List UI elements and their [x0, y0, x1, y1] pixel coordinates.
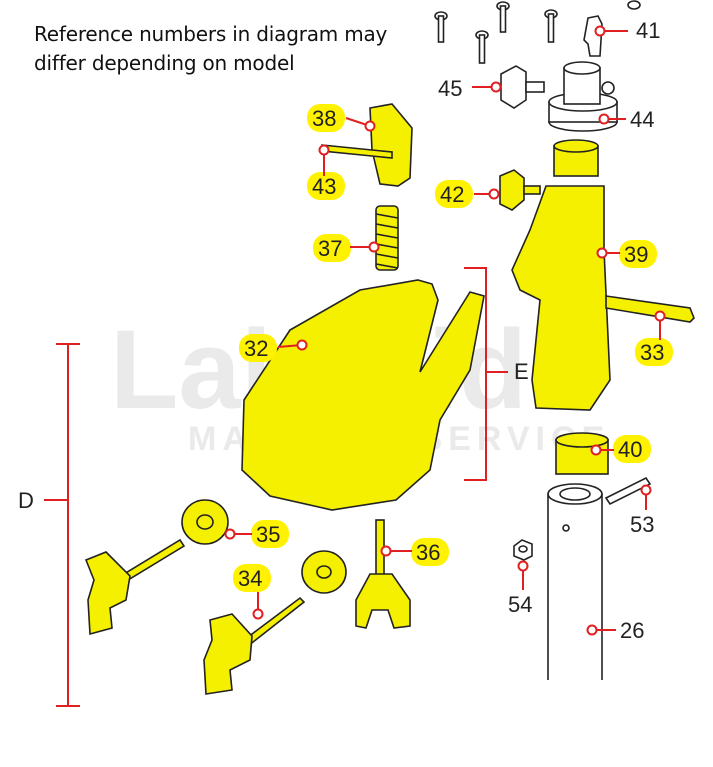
callout-number: 32: [244, 336, 268, 361]
callout-number: 36: [416, 540, 440, 565]
callout-highlight: [307, 104, 345, 132]
callout-dot: [490, 81, 502, 93]
callout-35: 35: [224, 520, 289, 548]
callout-42: 42: [435, 180, 500, 208]
callout-dot: [488, 188, 500, 200]
callout-32: 32: [239, 334, 308, 362]
part-36-key: [355, 519, 411, 629]
callout-dot: [596, 247, 608, 259]
callout-36: 36: [380, 538, 449, 566]
callout-number: 53: [630, 512, 654, 537]
part-35-washer: [181, 499, 229, 545]
callout-number: 44: [630, 107, 654, 132]
callout-dot: [640, 484, 652, 496]
callout-number: 33: [640, 340, 664, 365]
callout-43: 43: [307, 144, 345, 200]
callout-layer: 41 45 44 38 43 42 37 39 32 33 40 35 36 34 53 54 26: [224, 18, 673, 643]
part-36-washer: [301, 550, 347, 594]
callout-number: 38: [312, 106, 336, 131]
callout-highlight: [613, 435, 651, 463]
callout-54: 54: [508, 560, 532, 617]
callout-dot: [594, 25, 606, 37]
part-37-spring: [375, 205, 399, 271]
callout-34: 34: [233, 564, 271, 620]
callout-dot: [318, 144, 330, 156]
callout-dot: [224, 528, 236, 540]
part-26-tube: [547, 483, 603, 680]
group-label-e: E: [514, 359, 529, 384]
part-53-screw: [604, 476, 652, 506]
callout-highlight: [435, 180, 473, 208]
callout-number: 40: [618, 437, 642, 462]
callout-number: 26: [620, 618, 644, 643]
screw-part: [627, 0, 641, 10]
screw-group: [434, 0, 641, 64]
callout-dot: [586, 624, 598, 636]
callout-37: 37: [313, 234, 380, 262]
callout-39: 39: [596, 240, 657, 268]
part-33-pin: [605, 295, 695, 323]
screw-part: [475, 30, 489, 64]
callout-number: 34: [238, 566, 262, 591]
callout-highlight: [239, 334, 277, 362]
model-note-line-2: differ depending on model: [34, 51, 295, 75]
callout-dot: [517, 560, 529, 572]
callout-33: 33: [635, 310, 673, 366]
part-39-bracket: [511, 185, 611, 411]
callout-dot: [590, 444, 602, 456]
group-label-d: D: [18, 488, 34, 513]
callout-40: 40: [590, 435, 651, 463]
callout-dot: [654, 310, 666, 322]
callout-highlight: [635, 338, 673, 366]
callout-53: 53: [630, 484, 654, 537]
callout-highlight: [251, 520, 289, 548]
model-note-line-1: Reference numbers in diagram may: [34, 22, 388, 46]
callout-26: 26: [586, 618, 644, 643]
screw-part: [434, 11, 448, 43]
group-bracket-d: [44, 343, 80, 707]
part-41-clip: [583, 15, 603, 57]
callout-number: 45: [438, 76, 462, 101]
callout-45: 45: [438, 76, 502, 101]
callout-number: 54: [508, 592, 532, 617]
group-bracket-e: [464, 267, 508, 481]
callout-dot: [252, 608, 264, 620]
part-44-sleeve: [553, 139, 599, 177]
callout-number: 35: [256, 522, 280, 547]
callout-highlight: [619, 240, 657, 268]
yellow-parts: [84, 103, 695, 695]
callout-number: 42: [440, 182, 464, 207]
callout-dot: [598, 113, 610, 125]
part-d-handle: [84, 538, 186, 636]
screw-part: [496, 1, 510, 33]
part-34-handle: [203, 596, 306, 695]
model-note: Reference numbers in diagram may differ …: [34, 20, 414, 78]
callout-highlight: [411, 538, 449, 566]
callout-dot: [364, 120, 376, 132]
callout-41: 41: [594, 18, 660, 43]
callout-dot: [296, 339, 308, 351]
part-38-latch: [369, 103, 413, 187]
callout-38: 38: [307, 104, 376, 132]
callout-dot: [380, 545, 392, 557]
callout-number: 41: [636, 18, 660, 43]
part-54-nut: [513, 539, 533, 561]
callout-44: 44: [598, 107, 654, 132]
screw-part: [544, 9, 558, 43]
callout-highlight: [313, 234, 351, 262]
callout-number: 39: [624, 242, 648, 267]
part-32-body: [241, 279, 485, 511]
callout-number: 43: [312, 174, 336, 199]
callout-dot: [368, 241, 380, 253]
part-45-knob: [500, 65, 545, 109]
callout-highlight: [307, 172, 345, 200]
part-42-knob: [499, 169, 525, 211]
callout-number: 37: [318, 236, 342, 261]
callout-highlight: [233, 564, 271, 592]
